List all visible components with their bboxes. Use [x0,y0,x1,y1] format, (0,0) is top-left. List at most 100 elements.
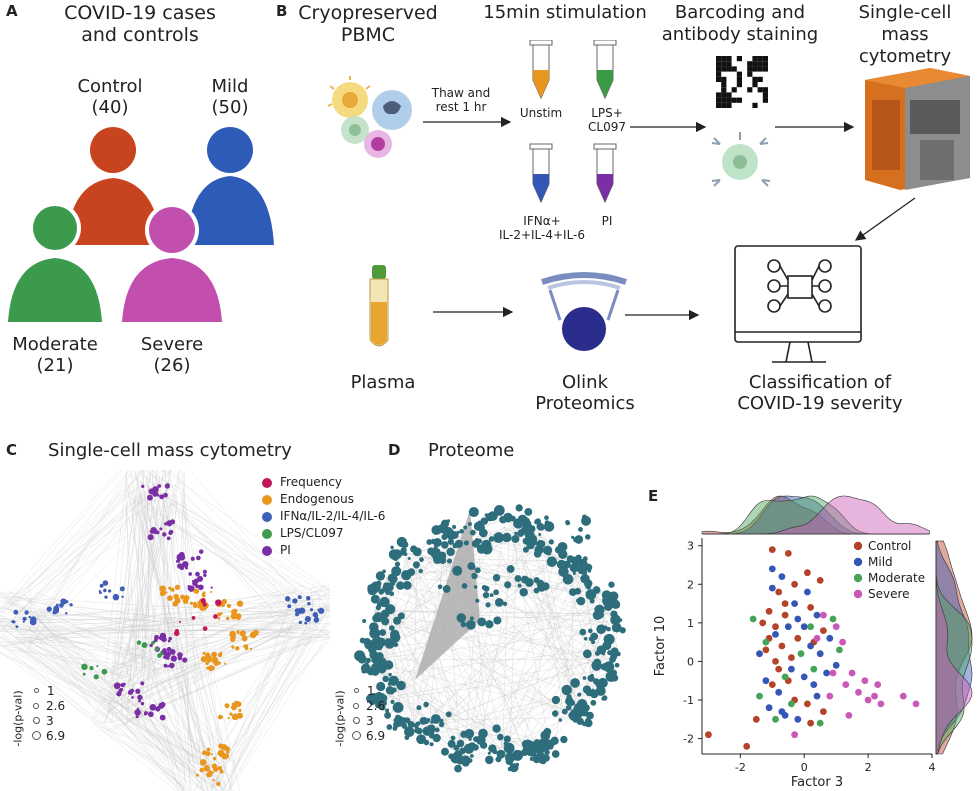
data-point [845,712,853,719]
size-item: 2.6 [352,699,385,714]
data-point [794,615,802,623]
size-label: 1 [47,684,55,698]
data-point [820,611,827,619]
olink-plate-icon [541,272,627,351]
data-point [768,546,776,553]
mild-person-icon [186,127,274,245]
y-tick-label: 0 [687,655,694,668]
control-name: Control [77,76,143,97]
legend-label: Mild [868,555,893,569]
legend-swatch-ifn [262,511,272,522]
tube-ifn-icon [529,143,553,204]
data-point [813,692,821,700]
x-tick-label: -2 [735,761,746,774]
legend-swatch-lps [262,528,272,539]
data-point [788,654,795,661]
severe-name: Severe [140,334,204,355]
workflow-diagram [327,40,970,363]
size-item: 6.9 [352,729,385,744]
density-curve [935,540,973,755]
x-tick-label: 2 [865,761,872,774]
top-density-plot [701,495,930,535]
size-circle [33,703,39,709]
legend-swatch-endogenous [262,494,272,505]
legend-marker [853,557,863,567]
data-point [813,611,821,619]
panel-d-size-title: -log(p-val) [333,690,347,747]
olink-label: Olink Proteomics [535,372,635,414]
data-point [864,696,872,704]
cytometry-title: Single-cell mass cytometry [858,2,952,67]
legend-item: Endogenous [262,491,385,508]
data-point [775,688,783,696]
data-point [836,646,843,654]
classification-monitor-icon [734,245,862,363]
data-point [848,669,856,677]
data-point [874,681,882,688]
data-point [768,681,776,688]
panel-c-size-legend: 1 2.6 3 6.9 [32,684,65,744]
data-point [705,731,712,739]
legend-swatch-frequency [262,477,272,488]
thaw-rest-label: Thaw and rest 1 hr [431,86,491,114]
data-point [820,708,827,715]
data-point [807,604,814,611]
series-mild [756,565,840,723]
data-point [775,665,783,673]
barcoding-title: Barcoding and antibody staining [661,2,819,45]
data-point [807,623,814,631]
tube-unstim-label: Unstim [519,106,563,120]
legend-label: Endogenous [280,492,354,506]
data-point [788,665,795,673]
tube-lps-icon [593,40,617,100]
y-tick-label: -2 [683,733,694,746]
size-circle [32,731,41,740]
data-point [826,634,834,642]
data-point [832,661,840,669]
data-point [829,669,837,677]
data-point [912,700,920,708]
data-point [788,700,795,708]
legend-item: PI [262,542,385,559]
panel-c-label: C [6,441,18,459]
data-point [826,692,834,700]
right-density-plot [935,540,973,755]
density-curve [935,540,973,755]
data-point [804,588,811,596]
size-label: 2.6 [46,699,66,713]
patient-groups-figure [2,127,274,325]
severe-count: (26) [153,355,191,376]
y-tick-label: 1 [687,617,694,630]
legend-item: LPS/CL097 [262,525,385,542]
panel-a-label: A [6,2,18,20]
data-point [810,665,818,673]
data-point [756,650,763,658]
plasma-label: Plasma [350,372,416,393]
series-severe [791,611,920,739]
x-tick-label: 0 [801,761,808,774]
size-label: 6.9 [46,729,66,743]
pbmc-cells-icon [327,76,412,158]
data-point [820,627,827,634]
legend-item: Frequency [262,474,385,491]
tube-lps-label: LPS+ CL097 [588,106,626,134]
y-tick-label: -1 [683,694,694,707]
data-point [762,677,770,685]
data-point [816,719,824,727]
size-item: 1 [352,684,385,699]
size-circle [33,717,40,724]
data-point [816,577,824,584]
size-circle [354,688,359,693]
legend-label: PI [280,543,291,557]
legend-label: Frequency [280,475,342,489]
mass-cytometer-icon [865,68,970,190]
data-point [861,677,869,685]
data-point [791,580,798,588]
data-point [752,715,760,723]
severe-person-icon [116,203,228,325]
data-point [816,650,824,658]
antibody-cell-icon [711,132,771,187]
panel-d-title: Proteome [428,440,515,461]
series-control [705,546,827,750]
